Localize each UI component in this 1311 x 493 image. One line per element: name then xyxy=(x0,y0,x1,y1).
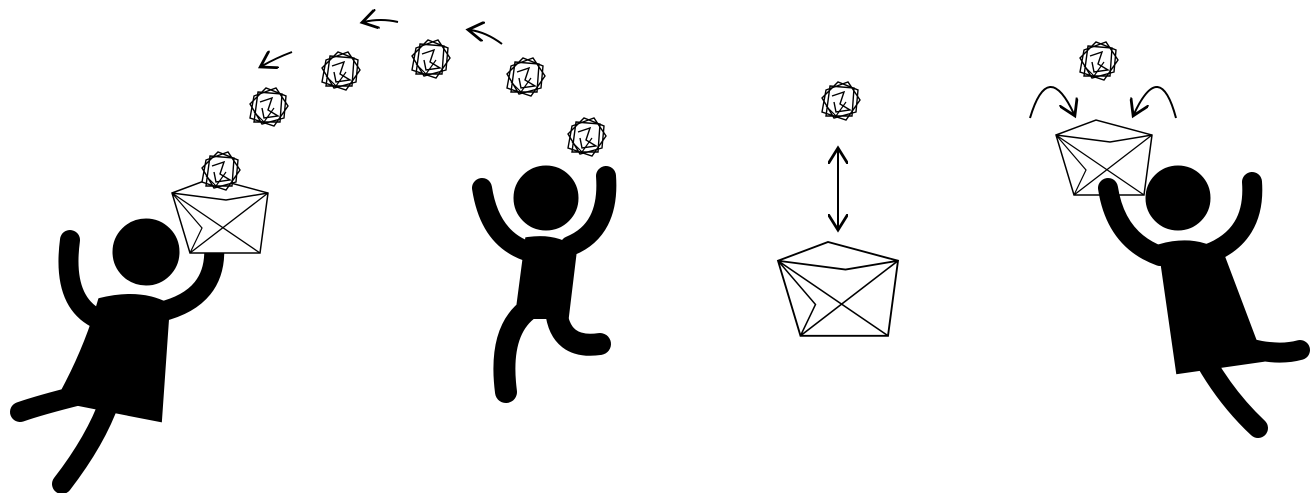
paper-ball-icon xyxy=(822,82,860,120)
curved-arrow-icon xyxy=(1030,87,1074,118)
arrow-icon xyxy=(364,20,398,22)
paper-ball-icon xyxy=(568,118,606,156)
toss-panel xyxy=(778,82,898,336)
throw-panel xyxy=(20,20,606,484)
arrow-icon xyxy=(262,52,292,66)
paper-ball-icon xyxy=(507,58,545,96)
paper-ball-icon xyxy=(250,88,288,126)
catcher-person-icon xyxy=(1108,166,1300,428)
paper-ball-icon xyxy=(412,40,450,78)
catch-panel xyxy=(1030,42,1300,428)
basket-box-icon xyxy=(172,178,268,253)
paper-ball-icon xyxy=(1080,42,1118,80)
paper-ball-icon xyxy=(322,52,360,90)
jumper-person-icon xyxy=(482,166,606,392)
arrow-icon xyxy=(470,30,502,44)
basket-box-icon xyxy=(778,242,898,336)
curved-arrow-icon xyxy=(1134,87,1176,118)
thrower-person-icon xyxy=(20,219,214,484)
